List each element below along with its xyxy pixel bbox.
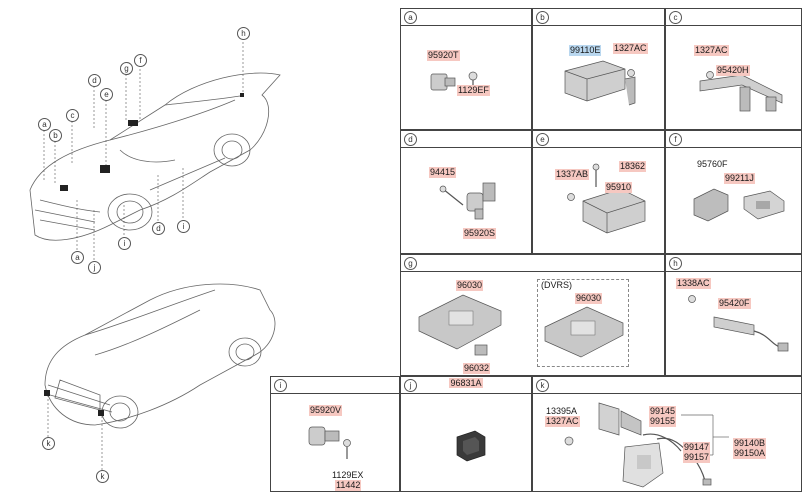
sensor-icon	[439, 182, 496, 220]
part-label: 95420F	[718, 298, 751, 309]
module-icon	[564, 60, 636, 106]
cell-letter: h	[669, 257, 682, 270]
part-label: 1327AC	[613, 43, 648, 54]
part-label: 99150A	[733, 448, 767, 459]
part-label: 99147	[683, 442, 711, 453]
sensor-icon	[430, 71, 478, 92]
part-label: 1337AB	[555, 169, 590, 180]
bracket-connector-lines	[681, 414, 729, 456]
cell-letter: f	[669, 133, 682, 146]
callout-g: g	[120, 62, 133, 75]
part-label: 96030	[456, 280, 484, 291]
part-label: 96030	[575, 293, 603, 304]
cell-e: e 18362 1337AB 95910	[532, 130, 665, 254]
callout-k-lower: k	[96, 470, 109, 483]
part-label: 95420H	[716, 65, 750, 76]
cell-letter: e	[536, 133, 549, 146]
cell-g: g 96030 96032 (DVRS) 96030	[400, 254, 665, 376]
cell-letter: k	[536, 379, 549, 392]
part-label: 99157	[683, 452, 711, 463]
cell-letter: a	[404, 11, 417, 24]
part-label: 95910	[605, 182, 633, 193]
callout-i-lower: i	[118, 237, 131, 250]
car-top-view	[29, 38, 281, 470]
callout-k: k	[42, 437, 55, 450]
part-label: 99145	[649, 406, 677, 417]
part-label: 13395A	[546, 406, 578, 416]
cell-k: k 13395A 1327AC 99145 99155 99147 99157 …	[532, 376, 802, 492]
cell-letter: j	[404, 379, 417, 392]
cell-a: a 95920T 1129EF	[400, 8, 532, 130]
callout-i: i	[177, 220, 190, 233]
part-label: 11442	[335, 480, 362, 491]
dvrs-label: (DVRS)	[541, 280, 572, 290]
callout-e: e	[100, 88, 113, 101]
callout-j: j	[88, 261, 101, 274]
part-label: 1129EX	[332, 470, 364, 480]
callout-h: h	[237, 27, 250, 40]
cell-letter: g	[404, 257, 417, 270]
overhead-console-dvrs-icon	[544, 306, 624, 358]
part-label: 95920V	[309, 405, 343, 416]
sensor-cover-icon	[693, 188, 785, 222]
switch-icon	[456, 430, 486, 462]
cell-b: b 99110E 1327AC	[532, 8, 665, 130]
sensor-icon	[308, 426, 351, 459]
part-label: 95920S	[463, 228, 497, 239]
dvrs-variant-box	[537, 279, 629, 367]
part-label: 96032	[463, 363, 491, 374]
part-label: 99211J	[724, 173, 755, 184]
sensor-harness-icon	[688, 295, 789, 352]
part-label: 18362	[619, 161, 647, 172]
callout-a: a	[38, 118, 51, 131]
cell-h: h 1338AC 95420F	[665, 254, 802, 376]
callout-d: d	[88, 74, 101, 87]
part-label: 94415	[429, 167, 457, 178]
part-label: 95760F	[697, 159, 728, 169]
part-label: 1327AC	[694, 45, 729, 56]
cell-i: i 95920V 1129EX 11442	[270, 376, 400, 492]
camera-bracket-icon	[564, 402, 712, 488]
cell-d: d 94415 95920S	[400, 130, 532, 254]
cell-letter: c	[669, 11, 682, 24]
callout-c: c	[66, 109, 79, 122]
cell-c: c 1327AC 95420H	[665, 8, 802, 130]
part-label: 1338AC	[676, 278, 711, 289]
cell-f: f 95760F 99211J	[665, 130, 802, 254]
callout-f: f	[134, 54, 147, 67]
part-label: 99140B	[733, 438, 767, 449]
part-label: 1327AC	[545, 416, 580, 427]
cell-letter: b	[536, 11, 549, 24]
part-label: 99155	[649, 416, 677, 427]
callout-d-lower: d	[152, 222, 165, 235]
part-label: 1129EF	[457, 85, 490, 96]
callout-a-lower: a	[71, 251, 84, 264]
cell-j: j 96831A	[400, 376, 532, 492]
part-label: 96831A	[449, 378, 483, 388]
part-label: 95920T	[427, 50, 460, 61]
callout-b: b	[49, 129, 62, 142]
part-label: 99110E	[569, 45, 602, 56]
overhead-console-icon	[418, 294, 502, 356]
cell-letter: d	[404, 133, 417, 146]
cell-letter: i	[274, 379, 287, 392]
